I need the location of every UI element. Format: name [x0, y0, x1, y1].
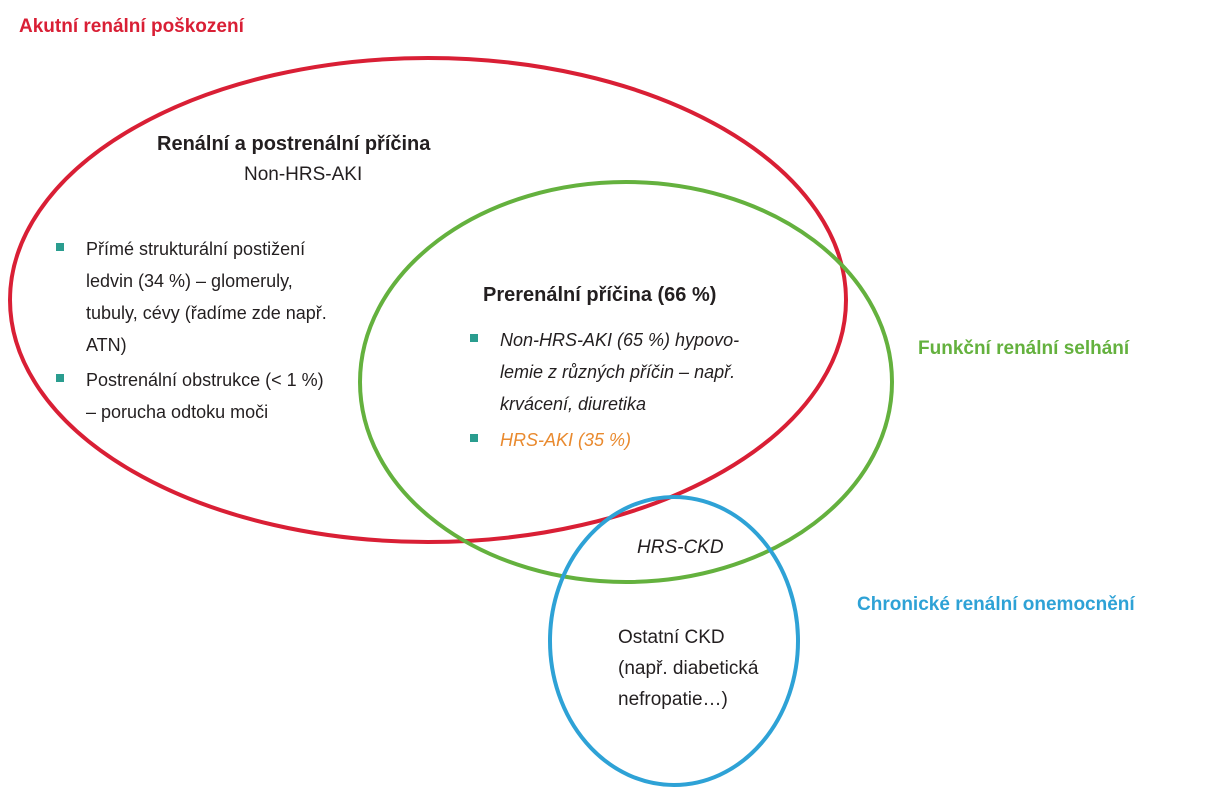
square-bullet-icon	[470, 434, 478, 442]
renal-bullet-2: Postrenální obstrukce (< 1 %) – porucha …	[56, 364, 324, 428]
bullet-line: krvácení, diuretika	[500, 394, 647, 414]
square-bullet-icon	[56, 243, 64, 251]
square-bullet-icon	[470, 334, 478, 342]
prerenal-heading: Prerenální příčina (66 %)	[483, 284, 717, 306]
functional-ellipse	[358, 180, 894, 584]
bullet-line: Přímé strukturální postižení	[86, 239, 306, 259]
ckd-text: Ostatní CKD (např. diabetická nefropatie…	[618, 622, 758, 715]
bullet-line: ledvin (34 %) – glomeruly,	[86, 271, 293, 291]
functional-title: Funkční renální selhání	[918, 338, 1130, 359]
hrs-aki-label: HRS-AKI (35 %)	[500, 430, 632, 450]
renal-subheading: Non-HRS-AKI	[244, 164, 363, 185]
bullet-line: lemie z různých příčin – např.	[500, 362, 736, 382]
ckd-line: (např. diabetická	[618, 658, 759, 679]
bullet-line: Non-HRS-AKI (65 %) hypovo-	[500, 330, 740, 350]
bullet-line: tubuly, cévy (řadíme zde např.	[86, 303, 327, 323]
ckd-line: Ostatní CKD	[618, 627, 725, 648]
ckd-circle	[548, 495, 800, 787]
aki-ellipse	[8, 56, 848, 544]
aki-title: Akutní renální poškození	[19, 16, 244, 37]
prerenal-bullet-2: HRS-AKI (35 %)	[470, 424, 631, 456]
ckd-line: nefropatie…)	[618, 689, 728, 710]
hrs-ckd-label: HRS-CKD	[637, 537, 724, 558]
square-bullet-icon	[56, 374, 64, 382]
bullet-line: – porucha odtoku moči	[86, 402, 269, 422]
prerenal-bullet-1: Non-HRS-AKI (65 %) hypovo- lemie z různý…	[470, 324, 739, 420]
renal-bullet-1: Přímé strukturální postižení ledvin (34 …	[56, 233, 327, 361]
bullet-line: Postrenální obstrukce (< 1 %)	[86, 370, 324, 390]
bullet-line: ATN)	[86, 335, 127, 355]
ckd-title: Chronické renální onemocnění	[857, 594, 1135, 615]
renal-heading: Renální a postrenální příčina	[157, 133, 431, 155]
